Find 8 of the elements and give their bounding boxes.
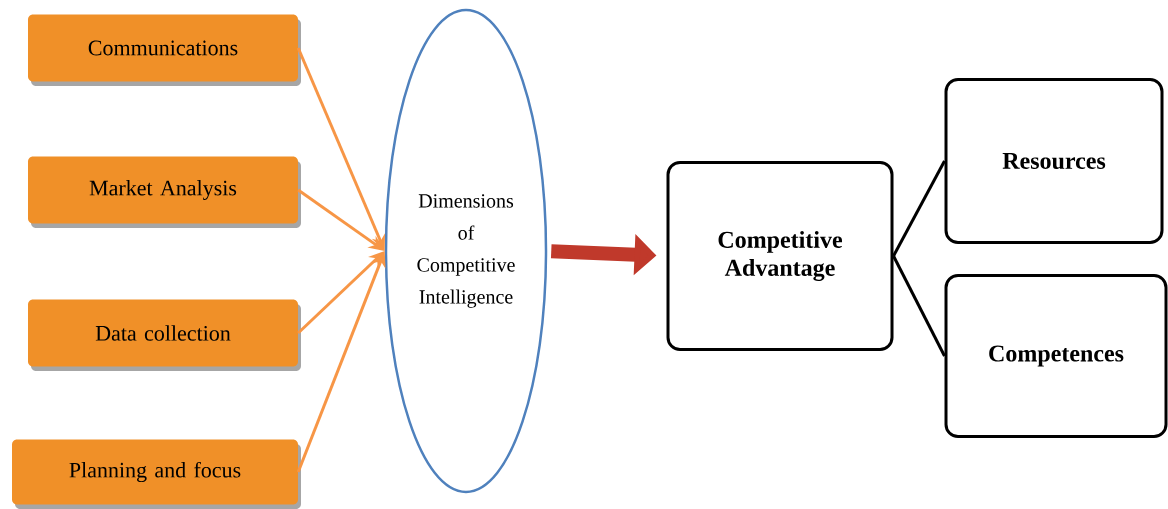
- process-box: Planning and focus: [12, 439, 301, 509]
- concept-box: Resources: [944, 78, 1164, 244]
- concept-box: Competences: [944, 274, 1168, 438]
- ellipse-node: Dimensions of Competitive Intelligence: [384, 8, 548, 494]
- concept-box: Competitive Advantage: [666, 161, 894, 351]
- process-box: Communications: [28, 14, 301, 86]
- process-box: Data collection: [28, 299, 301, 371]
- process-box: Market Analysis: [28, 156, 301, 228]
